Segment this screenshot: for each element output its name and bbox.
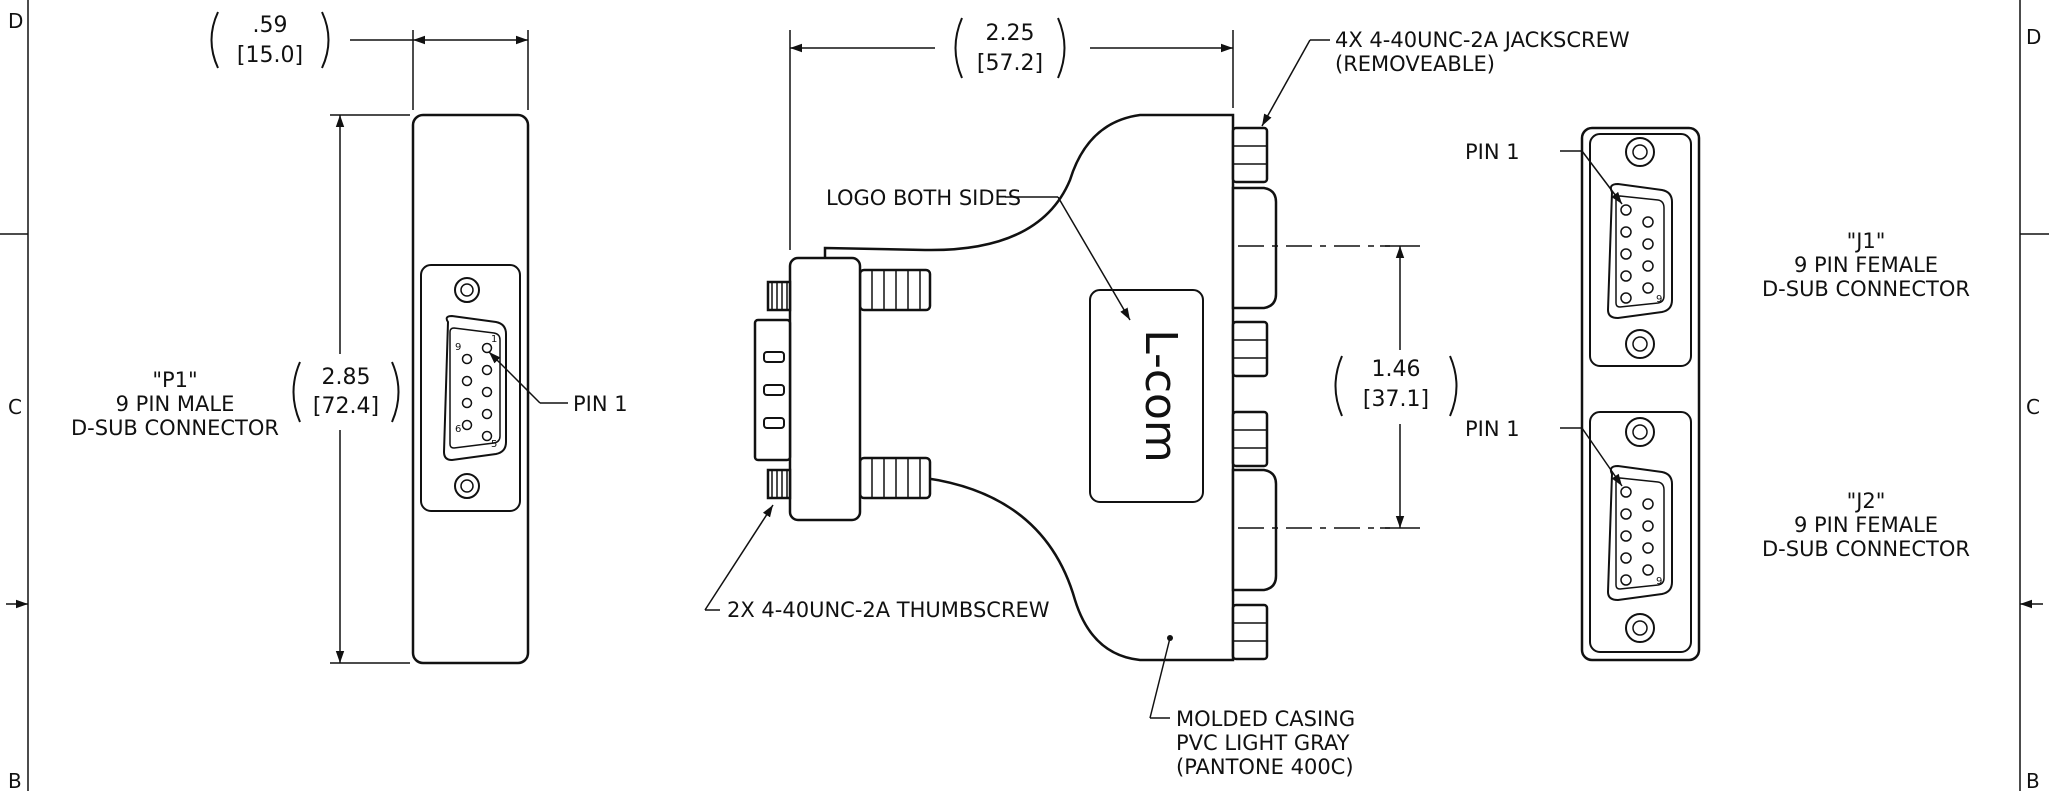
j2-label-connector: D-SUB CONNECTOR: [1762, 537, 1970, 561]
zone-label-right-d: D: [2026, 25, 2041, 49]
lcom-logo: L-com: [1135, 329, 1186, 463]
j1-label-connector: D-SUB CONNECTOR: [1762, 277, 1970, 301]
thumbscrew-callout: 2X 4-40UNC-2A THUMBSCREW: [727, 598, 1050, 622]
p1-height-dimension: 2.85 [72.4]: [292, 114, 410, 664]
p1-pin-number-9: 9: [455, 342, 461, 353]
casing-callout: MOLDED CASING: [1176, 707, 1355, 731]
zone-label-right-c: C: [2026, 395, 2040, 419]
j2-pins: [1620, 486, 1654, 586]
p1-pin1-callout: PIN 1: [573, 392, 628, 416]
p1-label-ref: "P1": [152, 368, 197, 392]
p1-pin-number-5: 5: [491, 439, 497, 450]
casing-callout-material: PVC LIGHT GRAY: [1176, 731, 1350, 755]
p1-label-type: 9 PIN MALE: [116, 392, 235, 416]
spacing-mm: [37.1]: [1363, 387, 1429, 412]
j1-label-ref: "J1": [1847, 229, 1886, 253]
p1-label-connector: D-SUB CONNECTOR: [71, 416, 279, 440]
j2-pin1-callout: PIN 1: [1465, 417, 1520, 441]
p1-pins: [461, 342, 493, 442]
p1-height-mm: [72.4]: [313, 394, 379, 419]
zone-label-right-b: B: [2026, 769, 2040, 791]
p1-width-inch: .59: [253, 13, 288, 38]
logo-both-sides-callout: LOGO BOTH SIDES: [826, 186, 1021, 210]
length-dimension: 2.25 [57.2]: [789, 17, 1234, 250]
zone-label-left-b: B: [8, 769, 22, 791]
lcom-logo-text: L-com: [1135, 329, 1186, 463]
adapter-side-view: L-com: [753, 113, 1278, 662]
zone-label-left-d: D: [8, 9, 23, 33]
j2-label-type: 9 PIN FEMALE: [1794, 513, 1938, 537]
length-inch: 2.25: [986, 21, 1035, 46]
jackscrew-callout-note: (REMOVEABLE): [1335, 52, 1495, 76]
length-mm: [57.2]: [977, 51, 1043, 76]
j2-label-ref: "J2": [1847, 489, 1886, 513]
p1-width-dimension: .59 [15.0]: [210, 11, 529, 110]
p1-pin-number-6: 6: [455, 424, 461, 435]
thumbscrew-threads: [766, 280, 792, 500]
jackscrew-callout: 4X 4-40UNC-2A JACKSCREW: [1335, 28, 1630, 52]
j2-pin-number-9: 9: [1656, 576, 1662, 587]
spacing-inch: 1.46: [1372, 357, 1421, 382]
casing-callout-pantone: (PANTONE 400C): [1176, 755, 1354, 779]
j1-label-type: 9 PIN FEMALE: [1794, 253, 1938, 277]
jackscrews: [1231, 126, 1269, 661]
j1-pin-number-9: 9: [1656, 294, 1662, 305]
p1-end-view: 1 5 9 6: [411, 113, 530, 665]
p1-pin-number-1: 1: [491, 334, 497, 345]
thumbscrew-knobs: [858, 268, 932, 500]
zone-label-left-c: C: [8, 395, 22, 419]
j2-connector: 9: [1589, 411, 1692, 653]
spacing-dimension: 1.46 [37.1]: [1334, 245, 1458, 529]
j1-pins: [1620, 204, 1654, 304]
p1-height-inch: 2.85: [322, 365, 371, 390]
p1-width-mm: [15.0]: [237, 43, 303, 68]
j1-j2-end-view: 9 9: [1580, 126, 1701, 662]
receptacles: [1231, 186, 1278, 592]
j1-pin1-callout: PIN 1: [1465, 140, 1520, 164]
